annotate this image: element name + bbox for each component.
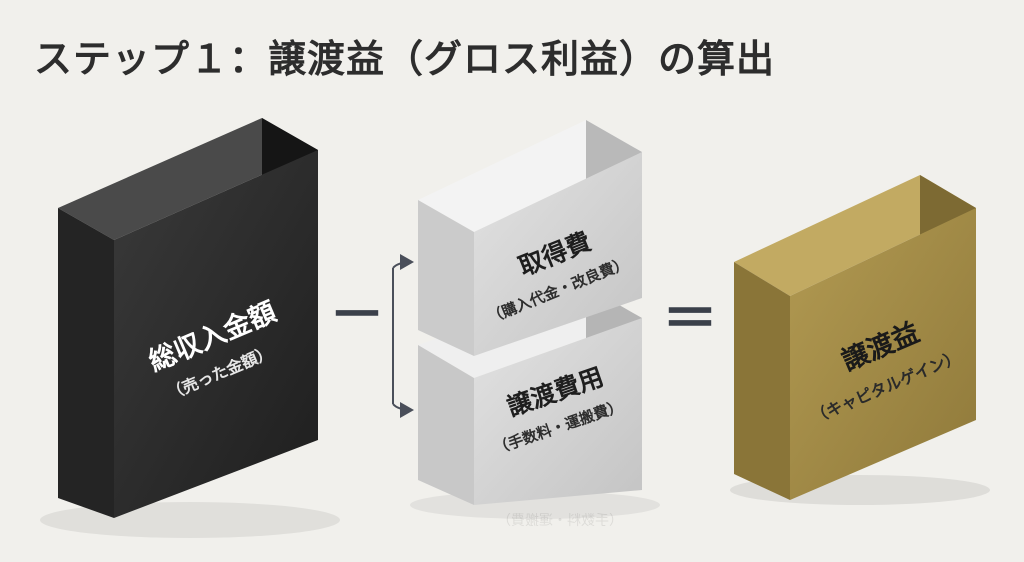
transfer-expenses-box: 譲渡費用 （手数料・運搬費） xyxy=(418,286,642,505)
page-title: ステップ１：譲渡益（グロス利益）の算出 xyxy=(34,37,776,81)
reflection-text: （手数料・運搬費） xyxy=(497,513,623,529)
capital-gain-box: 譲渡益 （キャピタルゲイン） xyxy=(734,175,976,500)
minus-operator: － xyxy=(329,283,385,348)
equals-operator: ＝ xyxy=(662,287,718,352)
bracket-arrows xyxy=(392,254,414,418)
acquisition-cost-box: 取得費 （購入代金・改良費） xyxy=(418,120,642,356)
total-revenue-box: 総収入金額 （売った金額） xyxy=(58,118,318,518)
